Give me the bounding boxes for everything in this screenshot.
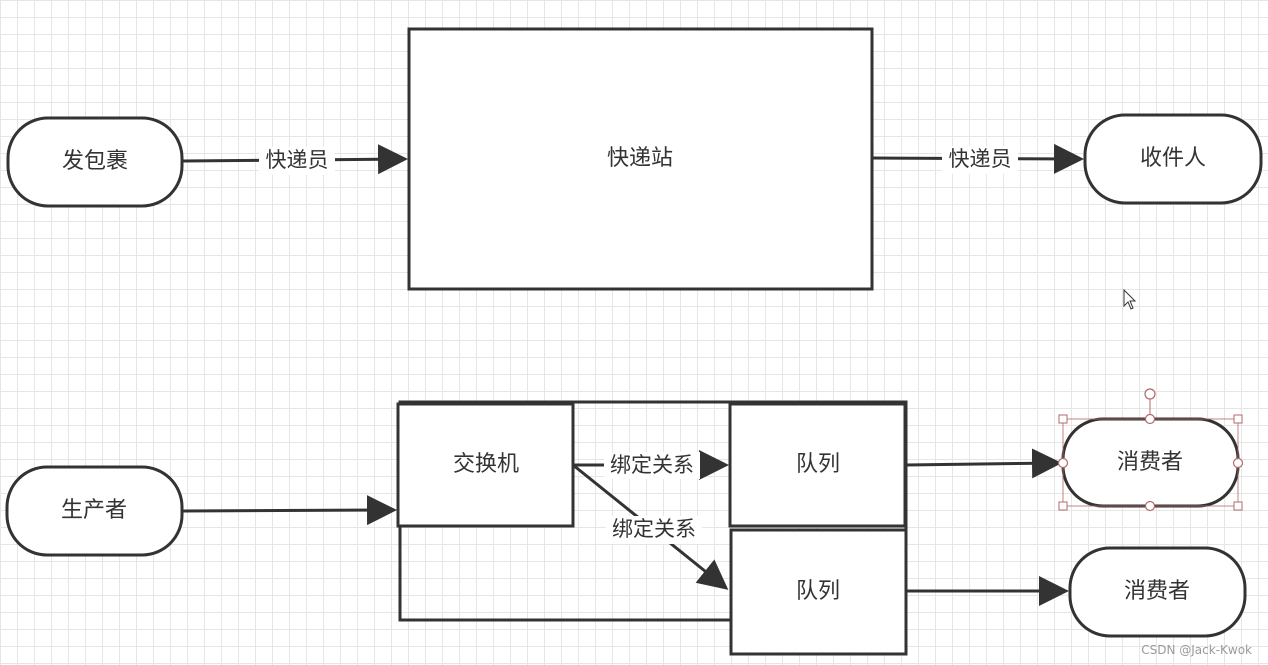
edge-sender-to-station-label: 快递员	[266, 148, 329, 172]
node-producer[interactable]: 生产者	[5, 465, 184, 557]
node-consumer-1[interactable]: 消费者	[1061, 417, 1240, 508]
watermark: CSDN @Jack-Kwok	[1141, 643, 1252, 657]
edge-exchange-to-queue-1-label: 绑定关系	[610, 453, 694, 477]
resize-handle-ne[interactable]	[1233, 414, 1243, 424]
mouse-cursor-icon	[1123, 288, 1137, 310]
edge-queue-1-to-consumer-1[interactable]	[905, 448, 1062, 479]
node-consumer-2-label: 消费者	[1124, 579, 1190, 604]
edge-exchange-to-queue-1[interactable]: 绑定关系	[573, 450, 729, 480]
edge-producer-to-exchange[interactable]	[182, 495, 397, 526]
node-queue-2[interactable]: 队列	[729, 528, 908, 656]
node-consumer-1-label: 消费者	[1117, 450, 1183, 475]
node-exchange[interactable]: 交换机	[396, 402, 575, 528]
connect-handle-bottom[interactable]	[1144, 500, 1156, 512]
node-sender[interactable]: 发包裹	[6, 116, 184, 208]
node-queue-2-label: 队列	[796, 579, 840, 604]
rotate-handle[interactable]	[1144, 388, 1156, 400]
edge-station-to-receiver-label: 快递员	[949, 147, 1012, 171]
node-consumer-2[interactable]: 消费者	[1068, 546, 1247, 638]
node-station[interactable]: 快递站	[407, 27, 874, 291]
node-queue-1[interactable]: 队列	[728, 402, 907, 528]
node-receiver[interactable]: 收件人	[1083, 113, 1263, 205]
connect-handle-right[interactable]	[1232, 457, 1244, 469]
resize-handle-se[interactable]	[1233, 501, 1243, 511]
edge-station-to-receiver[interactable]: 快递员	[871, 143, 1084, 174]
edge-exchange-to-queue-2[interactable]: 绑定关系	[572, 463, 729, 590]
node-producer-label: 生产者	[61, 498, 127, 523]
selection-box	[1057, 388, 1244, 512]
node-station-label: 快递站	[607, 146, 673, 171]
connect-handle-left[interactable]	[1057, 457, 1069, 469]
resize-handle-nw[interactable]	[1058, 414, 1068, 424]
resize-handle-sw[interactable]	[1058, 501, 1068, 511]
connect-handle-top[interactable]	[1144, 413, 1156, 425]
edge-sender-to-station[interactable]: 快递员	[182, 144, 408, 175]
node-exchange-label: 交换机	[453, 452, 519, 477]
node-receiver-label: 收件人	[1140, 146, 1206, 171]
node-queue-1-label: 队列	[796, 452, 840, 477]
node-sender-label: 发包裹	[62, 149, 128, 174]
edge-exchange-to-queue-2-label: 绑定关系	[612, 517, 696, 541]
